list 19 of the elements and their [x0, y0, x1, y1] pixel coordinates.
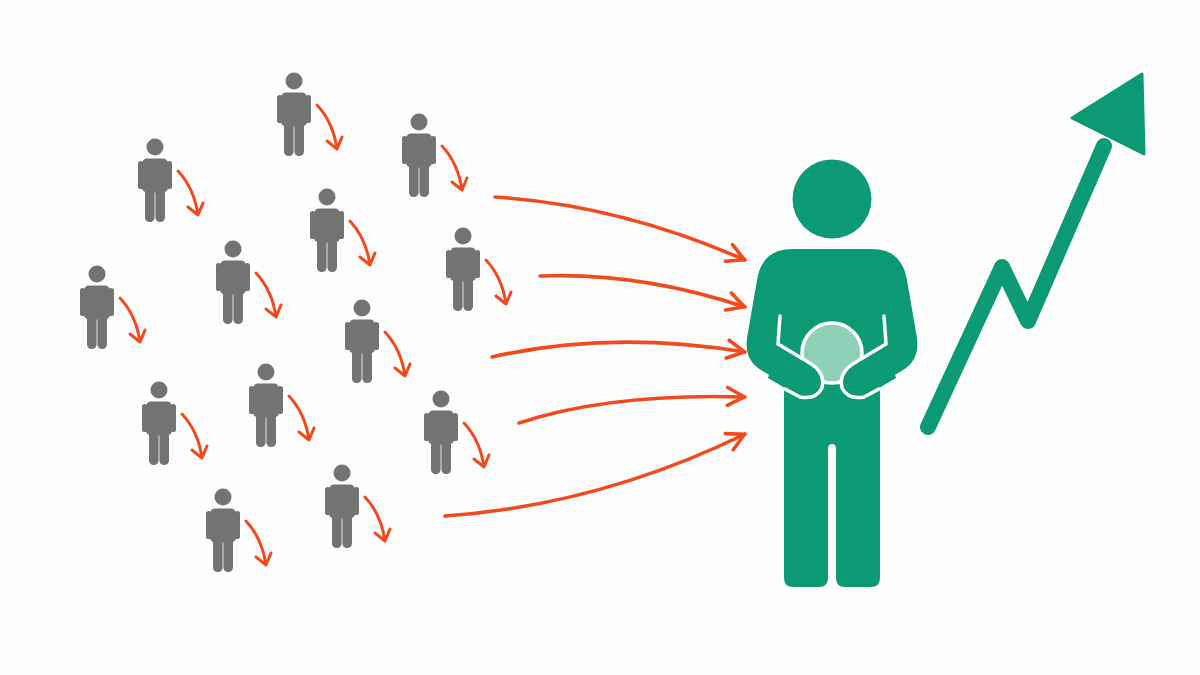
person-figure [402, 113, 436, 197]
person-figure [277, 72, 311, 156]
person-figure [138, 138, 172, 222]
person-figure [216, 240, 250, 324]
arrow [443, 431, 747, 518]
person-figure [310, 188, 344, 272]
arrow [517, 385, 747, 425]
arrow [493, 195, 747, 264]
person-holding-ball-figure [745, 159, 918, 588]
arrow [538, 273, 747, 313]
person-figure [325, 464, 359, 548]
person-figure [80, 265, 114, 349]
person-figure [249, 363, 283, 447]
person-figure [424, 390, 458, 474]
person-figure [142, 381, 176, 465]
person-figure [206, 488, 240, 572]
arrow [490, 338, 747, 361]
person-figure [345, 299, 379, 383]
person-figure [446, 227, 480, 311]
